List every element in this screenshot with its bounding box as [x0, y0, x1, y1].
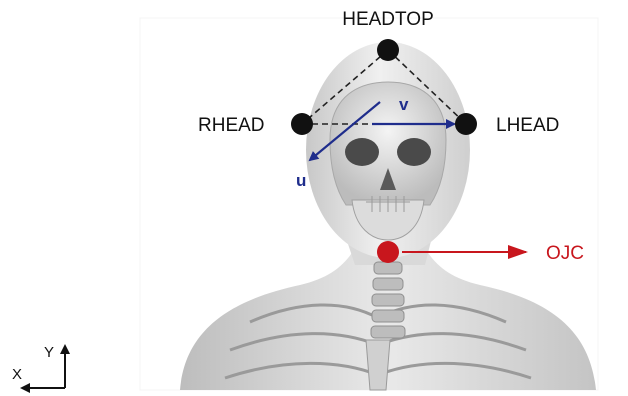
sternum [366, 340, 390, 390]
lhead-marker [455, 113, 477, 135]
headtop-label: HEADTOP [342, 9, 434, 30]
lhead-label: LHEAD [496, 115, 559, 136]
rhead-label: RHEAD [198, 115, 265, 136]
ojc-marker [377, 241, 399, 263]
rhead-marker [291, 113, 313, 135]
cervical-spine [371, 262, 405, 338]
v-vector-label: v [399, 95, 409, 114]
y-axis-label: Y [44, 344, 54, 361]
headtop-marker [377, 39, 399, 61]
coordinate-axes: Y X [12, 344, 65, 388]
u-vector-label: u [296, 171, 306, 190]
x-axis-label: X [12, 366, 22, 383]
eye-socket-right [345, 138, 379, 166]
eye-socket-left [397, 138, 431, 166]
ojc-label: OJC [546, 243, 584, 264]
